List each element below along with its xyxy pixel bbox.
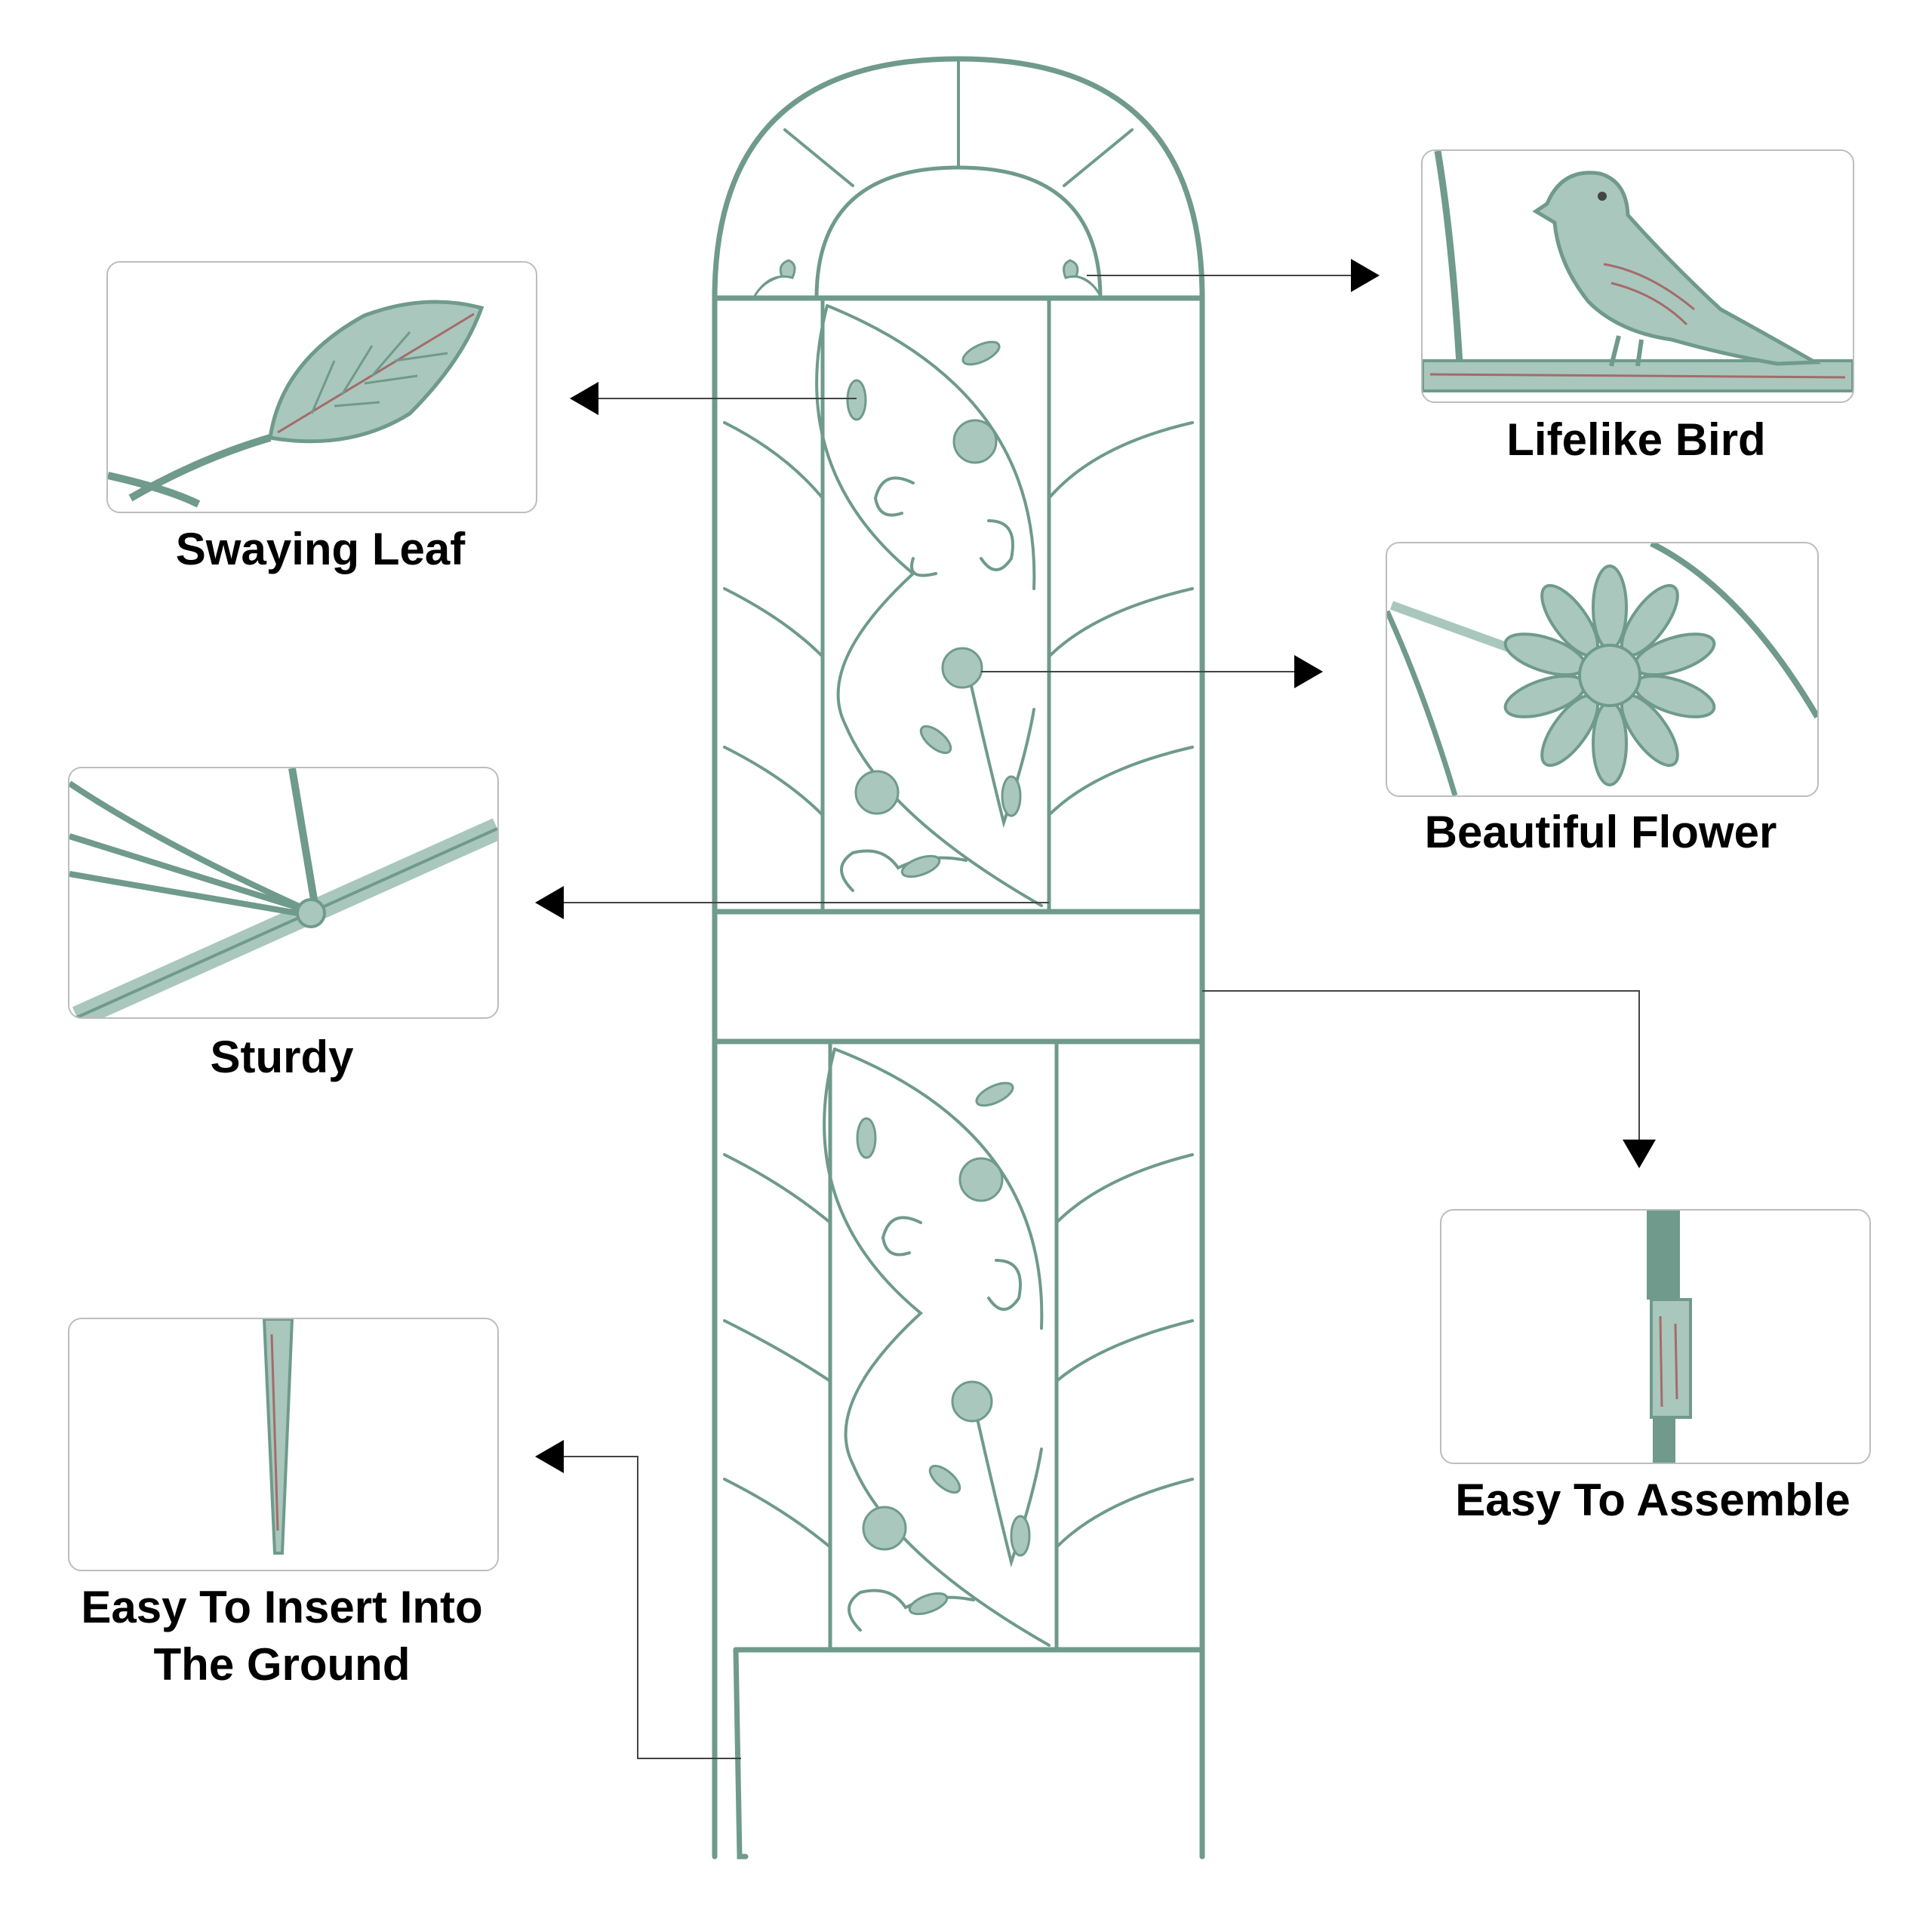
insert-detail-box bbox=[68, 1318, 499, 1571]
pointer-assemble bbox=[1202, 990, 1640, 1140]
assemble-detail-box bbox=[1440, 1209, 1871, 1464]
pointer-insert bbox=[555, 1456, 741, 1759]
sturdy-caption: Sturdy bbox=[210, 1032, 354, 1082]
leaf-detail-icon bbox=[108, 300, 485, 508]
trellis-birds bbox=[753, 259, 1102, 297]
assemble-caption: Easy To Assemble bbox=[1455, 1475, 1850, 1525]
arrow-left-leaf bbox=[570, 382, 598, 415]
insert-caption-line2: The Ground bbox=[153, 1639, 411, 1690]
bird-detail-icon bbox=[1423, 151, 1853, 392]
arrow-left-insert bbox=[535, 1440, 564, 1473]
pointer-lines bbox=[555, 275, 1640, 1759]
arrowheads bbox=[535, 259, 1656, 1473]
joint-detail-icon bbox=[69, 768, 497, 1017]
flower-caption: Beautiful Flower bbox=[1424, 807, 1777, 857]
trellis-leaves bbox=[846, 340, 1031, 1616]
arrow-right-flower bbox=[1294, 655, 1323, 688]
trellis-frame bbox=[712, 56, 1205, 1860]
arrow-left-sturdy bbox=[535, 886, 564, 919]
flower-detail-box bbox=[1386, 542, 1819, 797]
leaf-detail-box bbox=[106, 261, 537, 513]
bird-caption: Lifelike Bird bbox=[1506, 414, 1766, 465]
leaf-caption: Swaying Leaf bbox=[175, 524, 466, 574]
connector-detail-icon bbox=[1647, 1211, 1692, 1463]
sturdy-detail-box bbox=[68, 767, 499, 1019]
arrow-right-bird bbox=[1351, 259, 1380, 292]
bird-detail-box bbox=[1421, 149, 1854, 403]
insert-caption-line1: Easy To Insert Into bbox=[81, 1582, 483, 1632]
arrow-down-assemble bbox=[1623, 1140, 1656, 1168]
flower-detail-icon bbox=[1387, 543, 1817, 795]
trellis-flowers bbox=[854, 419, 1004, 1551]
stake-tip-detail-icon bbox=[262, 1319, 294, 1555]
